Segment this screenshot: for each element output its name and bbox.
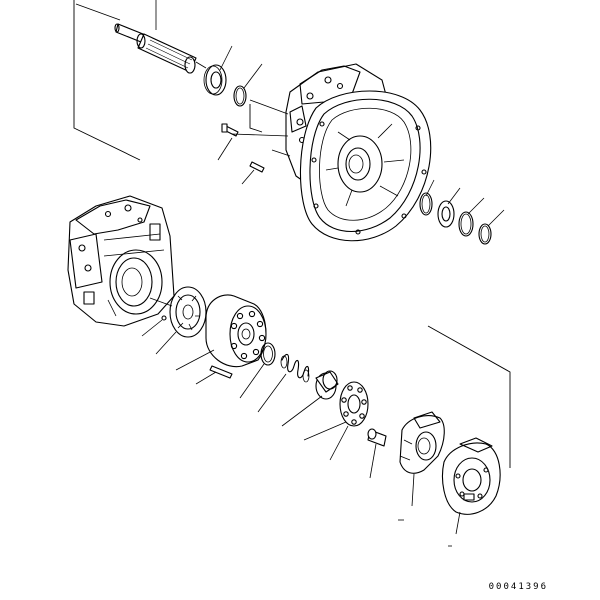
pump-body (67, 195, 175, 327)
drive-shaft (114, 23, 197, 74)
bolt-small (221, 123, 239, 137)
snap-ring-right-1 (419, 192, 433, 216)
bearing (203, 64, 227, 96)
spring (280, 353, 310, 383)
center-pin (209, 365, 233, 379)
dowel-pin (249, 161, 265, 173)
snap-ring-upper (233, 85, 247, 107)
spacer-ring-right (458, 211, 474, 237)
end-cover (441, 437, 501, 515)
frame-lines (73, 0, 511, 468)
main-housing (285, 63, 432, 242)
spring-seat (315, 370, 339, 400)
callout-leaders (141, 0, 505, 535)
small-pin (161, 315, 167, 321)
bearing-right (437, 200, 455, 228)
snap-ring-right-2 (478, 223, 492, 245)
ball-guide-pin (367, 428, 387, 447)
retainer-ring (260, 342, 276, 366)
shoe-plate (339, 381, 369, 427)
drawing-number: 00041396 (488, 582, 548, 592)
valve-plate (169, 286, 207, 338)
explosion-axis-lines (149, 61, 291, 307)
swash-plate (399, 411, 445, 474)
cylinder-block (205, 294, 267, 368)
callout-tick-marks (398, 519, 452, 547)
